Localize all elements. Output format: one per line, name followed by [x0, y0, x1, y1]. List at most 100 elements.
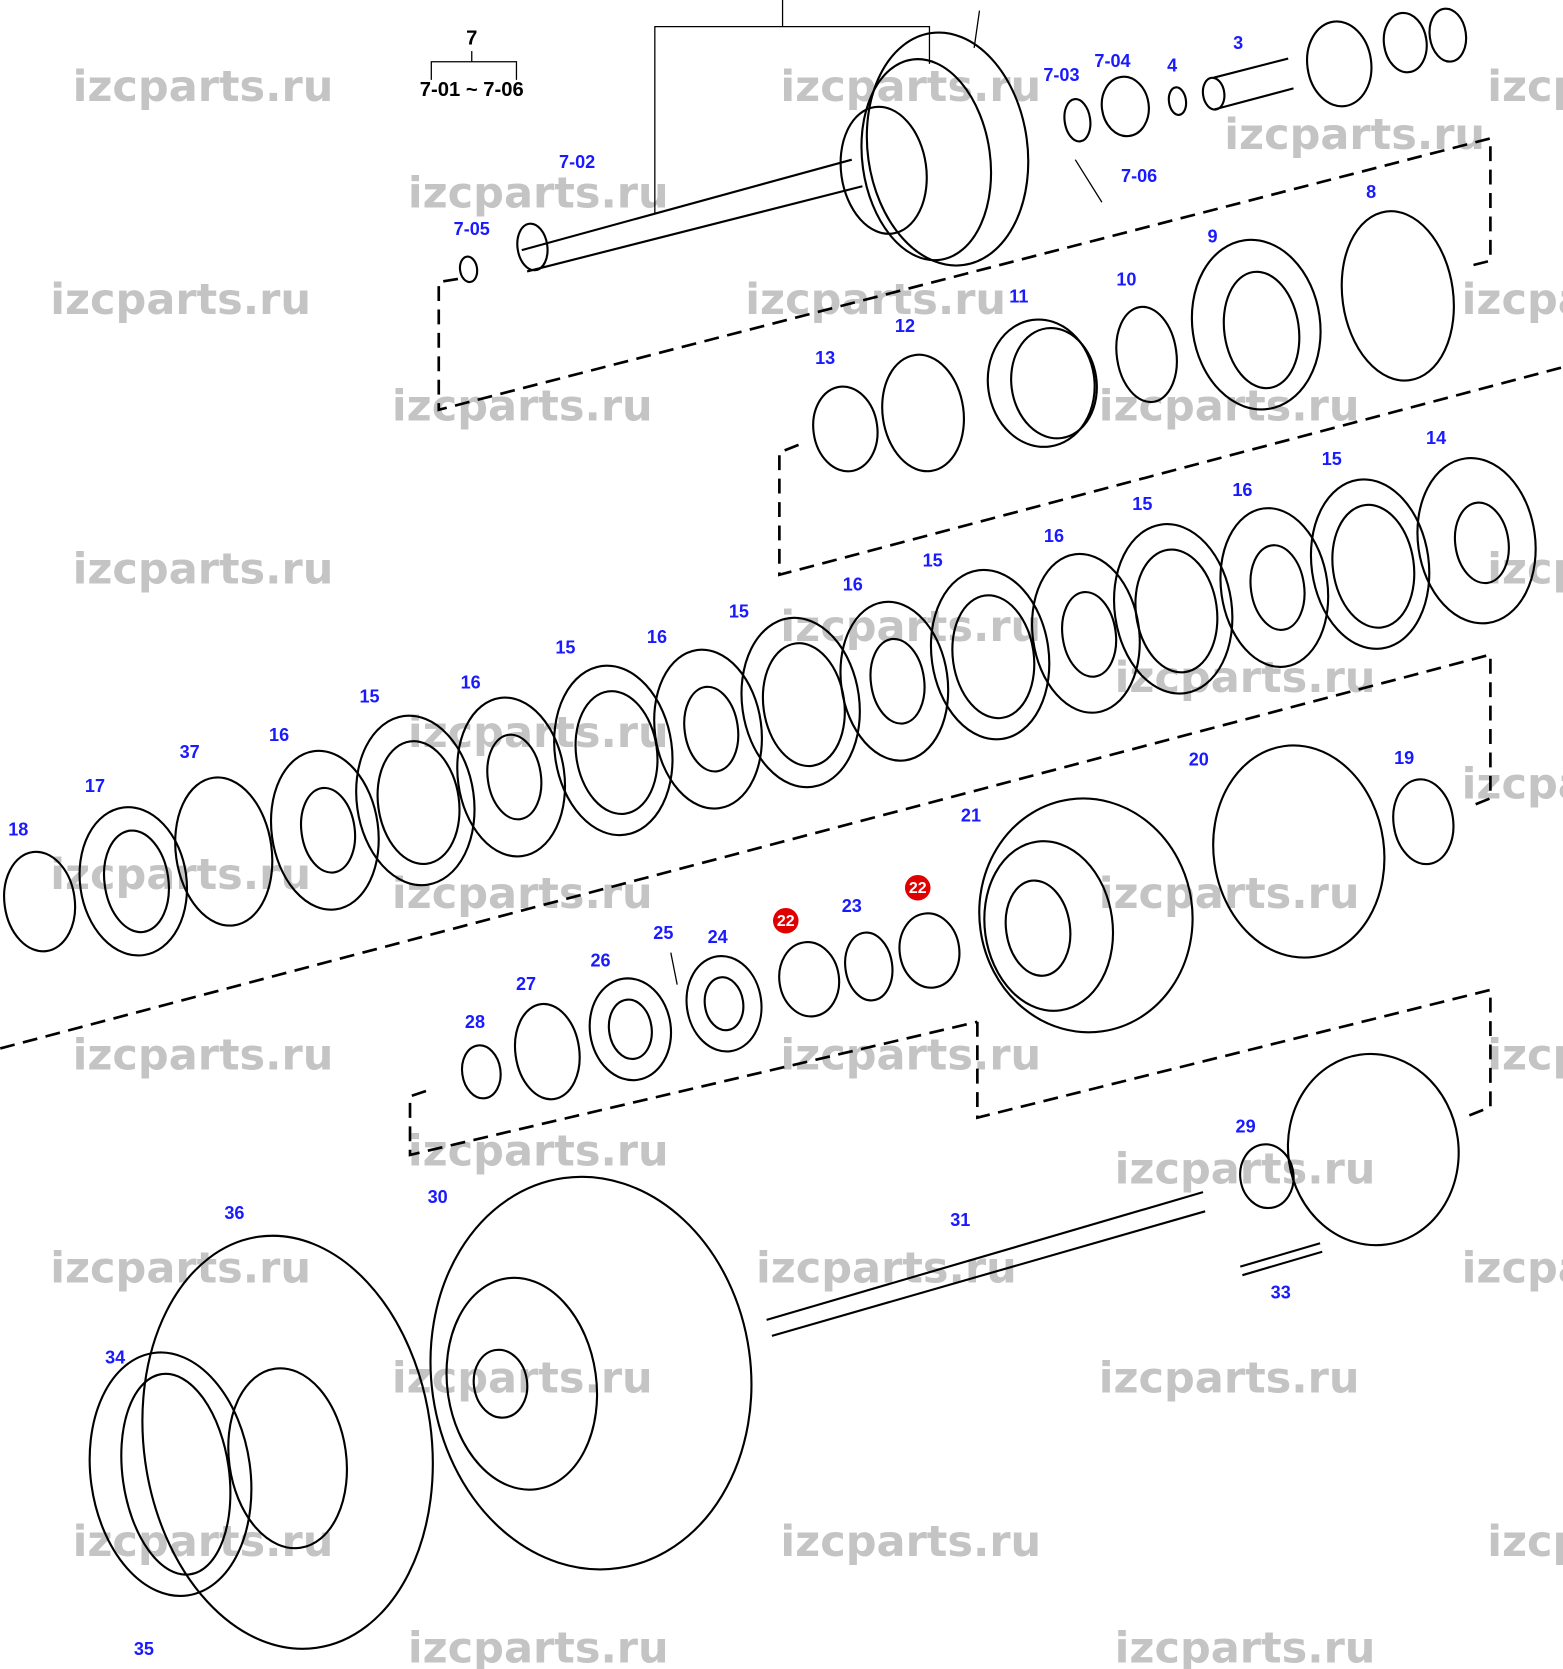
- part-outline: [376, 740, 461, 866]
- callout-label: 23: [842, 896, 862, 916]
- part-outline: [1453, 501, 1510, 585]
- part-outline: [778, 941, 841, 1018]
- callout-label: 3: [1233, 33, 1243, 53]
- part-outline: [983, 840, 1115, 1012]
- callout-label: 4: [1167, 55, 1177, 75]
- part-outline: [1190, 238, 1322, 411]
- part-outline: [1428, 7, 1468, 63]
- part-outline: [3, 850, 77, 953]
- part-outline: [1100, 75, 1150, 138]
- part-outline: [683, 685, 740, 773]
- highlight-marker: [904, 874, 931, 901]
- part-outline: [513, 1002, 581, 1101]
- part-outline: [1306, 20, 1373, 108]
- assembly-number: 7: [466, 28, 477, 50]
- part-outline: [1249, 544, 1306, 631]
- callout-label: 33: [1271, 1283, 1291, 1303]
- watermark: izcparts.ru: [50, 1244, 311, 1294]
- part-outline: [839, 105, 928, 235]
- part-outline: [1416, 457, 1537, 625]
- part-outline: [1392, 778, 1455, 866]
- part-outline: [78, 806, 189, 957]
- callout-label: 12: [895, 316, 915, 336]
- callout-label: 21: [961, 806, 981, 826]
- watermark: izcparts.ru: [1099, 381, 1360, 431]
- watermark: izcparts.ru: [1115, 1624, 1376, 1669]
- part-outline: [1340, 210, 1455, 382]
- part-outline: [607, 998, 653, 1061]
- assembly-range: 7-01 ~ 7-06: [420, 79, 524, 101]
- watermark: izcparts.ru: [408, 1127, 669, 1177]
- callout-label: 15: [923, 550, 943, 570]
- part-outline: [1219, 507, 1330, 669]
- watermark: izcparts.ru: [780, 602, 1041, 652]
- watermark: izcparts.ru: [73, 1031, 334, 1081]
- watermark: izcparts.ru: [1487, 62, 1563, 112]
- part-outline: [102, 829, 170, 934]
- part-outline: [458, 255, 479, 284]
- part-outline: [299, 786, 357, 874]
- part-outline: [429, 1175, 753, 1571]
- watermark: izcparts.ru: [780, 62, 1041, 112]
- callout-label: 19: [1394, 748, 1414, 768]
- callout-label: 15: [729, 601, 749, 621]
- part-outline: [685, 954, 763, 1053]
- part-outline: [812, 385, 879, 473]
- part-outline: [881, 353, 966, 473]
- watermark: izcparts.ru: [408, 708, 669, 758]
- part-outline: [227, 1367, 349, 1550]
- callout-label: 17: [85, 776, 105, 796]
- part-outline: [951, 594, 1036, 720]
- callout-label: 20: [1189, 749, 1209, 769]
- callout-label: 13: [815, 348, 835, 368]
- part-outline: [860, 58, 993, 262]
- callout-label: 10: [1116, 269, 1136, 289]
- part-outline: [174, 776, 274, 927]
- part-outline: [456, 696, 567, 858]
- callout-label: 18: [8, 820, 28, 840]
- part-outline: [1239, 1143, 1295, 1210]
- callout-label: 16: [1232, 480, 1252, 500]
- part-outline: [1201, 76, 1226, 111]
- part-outline: [740, 616, 861, 789]
- highlighted-callout-label: 22: [909, 880, 927, 897]
- callout-label: 15: [555, 638, 575, 658]
- part-outline: [1222, 270, 1301, 390]
- part-outline: [355, 714, 476, 887]
- callout-label: 8: [1366, 182, 1376, 202]
- highlight-marker: [772, 907, 799, 934]
- part-outline: [88, 1351, 253, 1598]
- part-outline: [1030, 552, 1141, 714]
- part-outline: [141, 1234, 434, 1650]
- watermark: izcparts.ru: [780, 1031, 1041, 1081]
- part-outline: [1112, 523, 1234, 695]
- part-outline: [486, 733, 543, 821]
- callout-label: 36: [224, 1203, 244, 1223]
- callout-label: 37: [180, 742, 200, 762]
- callout-label: 7-04: [1094, 51, 1130, 71]
- part-outline: [986, 318, 1096, 448]
- callout-label: 27: [516, 974, 536, 994]
- part-outline: [844, 931, 894, 1002]
- watermark-layer: izcparts.ru izcparts.ru izcparts.ru izcpart…: [50, 62, 1563, 1669]
- highlighted-callout-label: 22: [777, 913, 795, 930]
- callout-label: 9: [1208, 227, 1218, 247]
- watermark: izcparts.ru: [780, 1517, 1041, 1567]
- part-outline: [1167, 86, 1188, 116]
- watermark: izcparts.ru: [1099, 1353, 1360, 1403]
- watermark: izcparts.ru: [73, 1517, 334, 1567]
- watermark: izcparts.ru: [1462, 759, 1563, 809]
- part-outline: [460, 1044, 502, 1100]
- callout-label: 15: [1132, 494, 1152, 514]
- part-outline: [869, 637, 926, 725]
- part-outline: [929, 568, 1051, 741]
- part-outline: [553, 664, 674, 837]
- watermark: izcparts.ru: [756, 1244, 1017, 1294]
- part-outline: [1382, 11, 1428, 74]
- callout-label: 7-06: [1121, 166, 1157, 186]
- watermark: izcparts.ru: [1115, 1145, 1376, 1195]
- callout-label: 16: [647, 627, 667, 647]
- callout-label: 7-02: [559, 152, 595, 172]
